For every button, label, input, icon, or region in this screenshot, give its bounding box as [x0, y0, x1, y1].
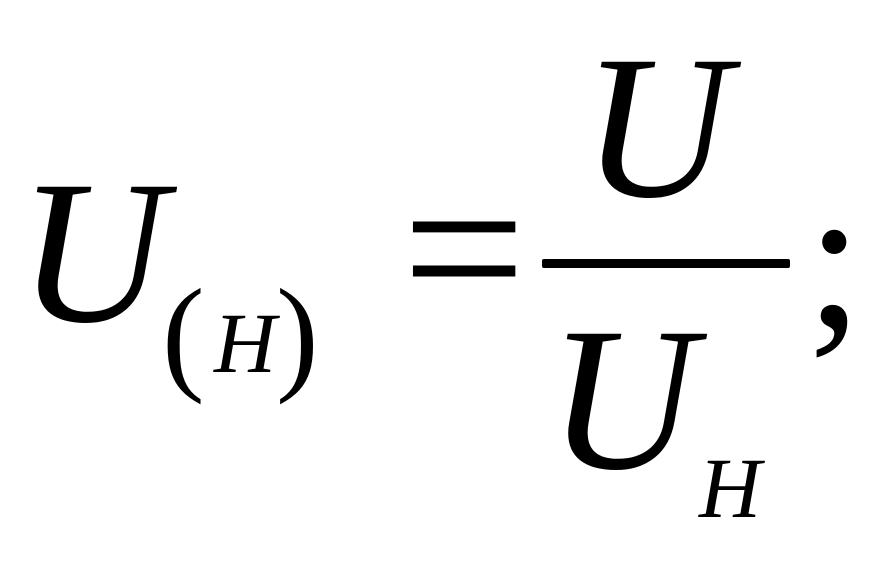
lhs-open-paren: (: [162, 263, 205, 405]
equals-sign: =: [402, 126, 527, 370]
fraction-denominator-subscript: H: [699, 440, 762, 536]
lhs-close-paren: ): [276, 263, 319, 405]
lhs-u-symbol: U: [18, 139, 167, 366]
semicolon: ;: [806, 144, 863, 371]
lhs-subscript: H: [214, 295, 277, 391]
fraction-denominator-symbol: U: [548, 286, 697, 513]
fraction-bar: [542, 259, 790, 268]
fraction-numerator: U: [582, 14, 731, 241]
